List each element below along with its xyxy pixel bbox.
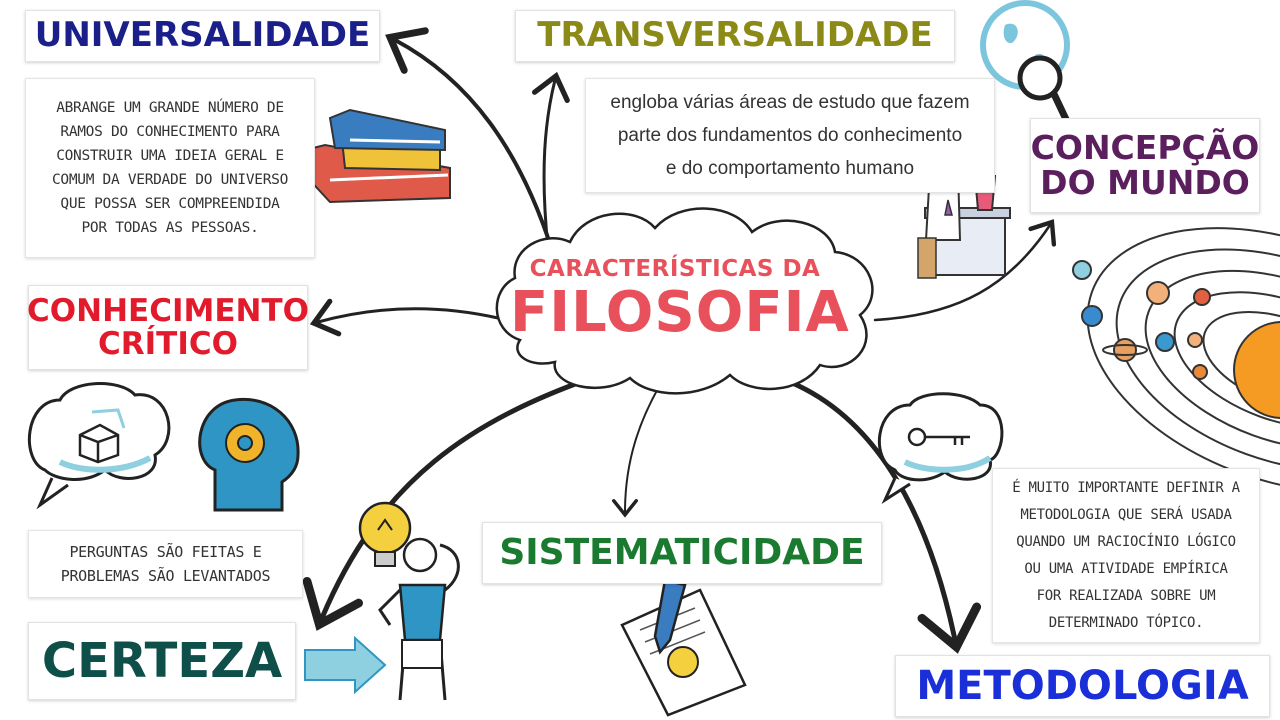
thought-box-icon [27, 382, 171, 510]
arrow-sistematicidade [612, 384, 661, 518]
central-cloud [495, 207, 874, 395]
gear-head-icon [198, 397, 300, 512]
concepcao-title: CONCEPÇÃO DO MUNDO [1030, 118, 1260, 213]
solar-system-icon [1072, 227, 1280, 493]
universalidade-note: ABRANGE UM GRANDE NÚMERO DE RAMOS DO CON… [25, 78, 315, 258]
metodologia-note: É MUITO IMPORTANTE DEFINIR A METODOLOGIA… [992, 468, 1260, 643]
certeza-title: CERTEZA [28, 622, 296, 700]
metodologia-title: METODOLOGIA [895, 655, 1270, 717]
lightbulb-icon [358, 501, 412, 567]
thinking-person-icon [378, 537, 460, 701]
arrow-conhecimento [309, 298, 500, 337]
transversalidade-title: TRANSVERSALIDADE [515, 10, 955, 62]
conhecimento-title: CONHECIMENTO CRÍTICO [27, 285, 309, 370]
universalidade-title: UNIVERSALIDADE [25, 10, 380, 62]
key-thought-icon [878, 392, 1004, 504]
conhecimento-note: PERGUNTAS SÃO FEITAS E PROBLEMAS SÃO LEV… [28, 530, 303, 598]
books-icon [304, 108, 451, 204]
arrow-universalidade [385, 27, 554, 252]
arrow-right-icon [304, 635, 387, 695]
globe-magnifier-icon [980, 0, 1076, 136]
center-title-main: FILOSOFIA [510, 280, 850, 345]
arrow-concepcao [873, 219, 1057, 322]
transversalidade-note: engloba várias áreas de estudo que fazem… [585, 78, 995, 193]
sistematicidade-title: SISTEMATICIDADE [482, 522, 882, 584]
pencil-paper-icon [620, 578, 747, 717]
arrow-certeza [302, 372, 603, 631]
arrow-transversalidade [532, 71, 570, 250]
center-title-top: CARACTERÍSTICAS DA [529, 256, 821, 282]
